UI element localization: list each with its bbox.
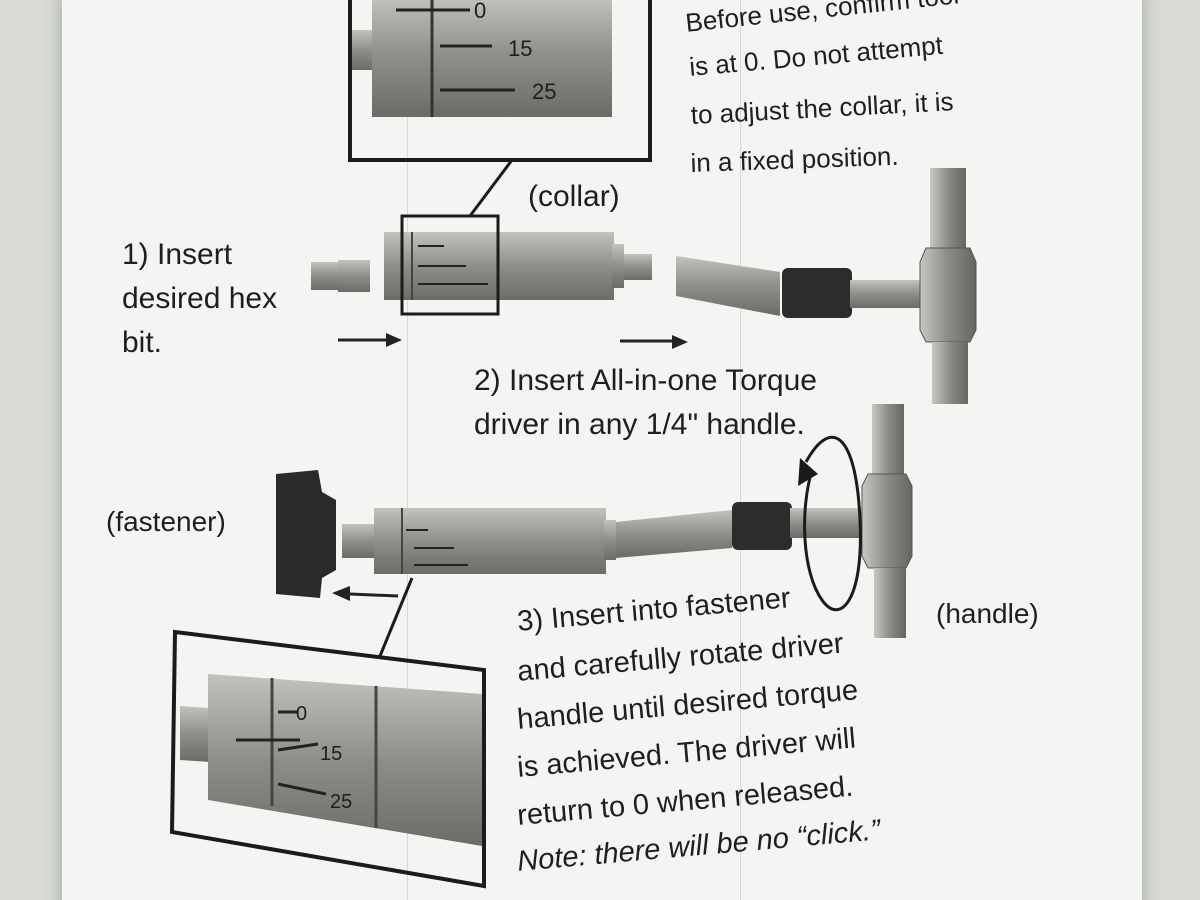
step-1-line-2: desired hex <box>122 282 278 315</box>
step-1-line-1: 1) Insert <box>122 238 233 271</box>
hex-bit-loose <box>311 260 370 292</box>
torque-driver-top <box>384 214 652 316</box>
collar-zoom-top: 0 15 25 <box>348 0 652 217</box>
collar-highlight-box <box>400 214 500 316</box>
arrow-driver-right <box>620 335 688 349</box>
scale-bottom-15: 15 <box>320 743 342 765</box>
torque-driver-bottom <box>342 404 913 638</box>
step-1-line-3: bit. <box>122 326 163 359</box>
fold-crease-left <box>407 0 409 900</box>
scale-top-25: 25 <box>532 79 556 104</box>
handle-label: (handle) <box>936 598 1039 629</box>
handle-top <box>676 168 977 404</box>
arrow-bit-right <box>338 333 402 347</box>
step-2-line-1: 2) Insert All-in-one Torque <box>474 364 817 397</box>
fastener-shape <box>276 470 336 598</box>
step-2-line-2: driver in any 1/4" handle. <box>474 408 805 441</box>
collar-zoom-bottom: 0 15 25 <box>169 577 486 889</box>
collar-label: (collar) <box>528 180 620 213</box>
scale-bottom-0: 0 <box>296 703 307 725</box>
scale-top-0: 0 <box>474 0 486 23</box>
arrow-insert-left <box>332 586 399 601</box>
scale-bottom-25: 25 <box>330 791 352 813</box>
scale-top-15: 15 <box>508 36 532 61</box>
fold-crease-right <box>740 0 742 900</box>
rotate-arrow-icon <box>798 435 862 612</box>
fastener-label: (fastener) <box>106 506 226 537</box>
